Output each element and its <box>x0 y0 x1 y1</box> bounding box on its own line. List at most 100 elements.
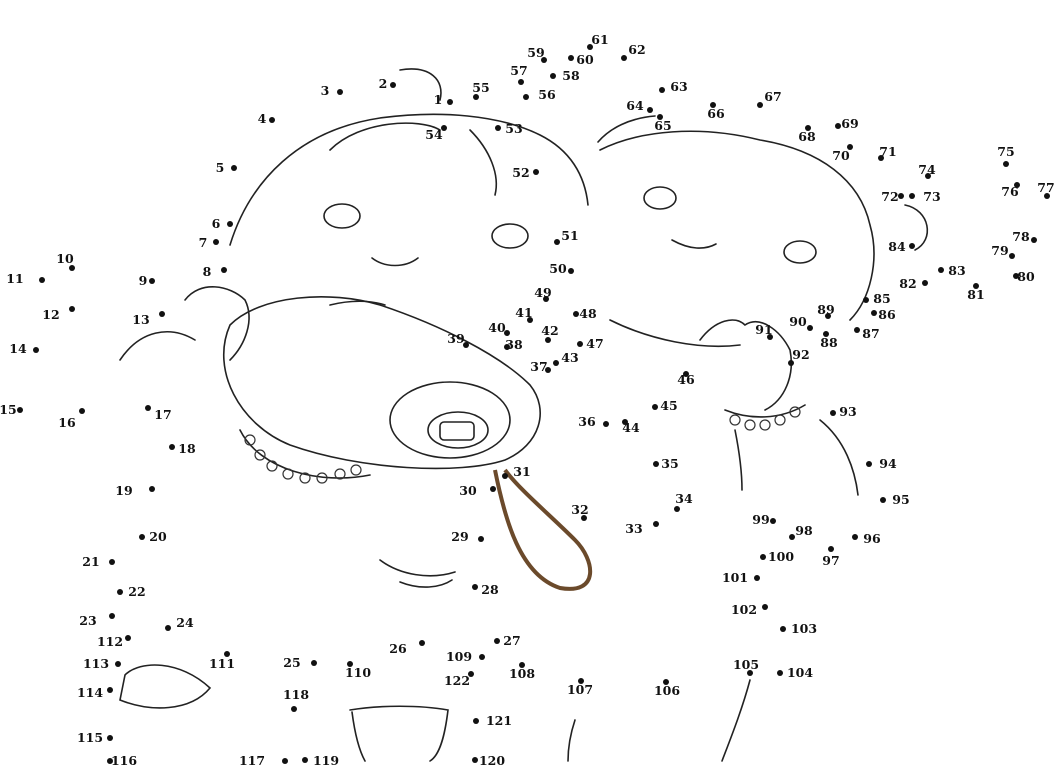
point-number-label: 29 <box>451 528 469 544</box>
point-number-label: 16 <box>58 414 76 430</box>
point-number-label: 112 <box>96 633 124 649</box>
point-number-label: 105 <box>732 656 760 672</box>
point-number-label: 69 <box>841 115 859 131</box>
point-number-label: 15 <box>0 401 17 417</box>
point-dot <box>880 497 886 503</box>
point-number-label: 67 <box>764 88 782 104</box>
point-number-label: 38 <box>505 336 523 352</box>
point-number-label: 66 <box>707 105 725 121</box>
point-number-label: 50 <box>549 260 567 276</box>
point-dot <box>149 486 155 492</box>
point-number-label: 114 <box>76 684 104 700</box>
point-number-label: 108 <box>508 665 536 681</box>
point-dot <box>828 546 834 552</box>
point-number-label: 30 <box>459 482 477 498</box>
point-number-label: 25 <box>283 654 301 670</box>
point-number-label: 100 <box>767 548 795 564</box>
point-dot <box>169 444 175 450</box>
point-number-label: 80 <box>1017 268 1035 284</box>
point-number-label: 12 <box>42 306 60 322</box>
point-dot <box>302 757 308 763</box>
boy-waving-hand <box>699 319 792 411</box>
point-dot <box>115 661 121 667</box>
point-dot <box>683 371 689 377</box>
point-number-label: 104 <box>786 664 814 680</box>
point-dot <box>674 506 680 512</box>
point-number-label: 117 <box>238 752 266 768</box>
point-dot <box>762 604 768 610</box>
boy-hair-outline <box>599 130 875 321</box>
point-dot <box>441 125 447 131</box>
point-dot <box>291 706 297 712</box>
point-dot <box>1014 182 1020 188</box>
point-dot <box>69 265 75 271</box>
girl-hair-strand <box>469 129 497 196</box>
point-number-label: 22 <box>128 583 146 599</box>
point-number-label: 93 <box>839 403 857 419</box>
point-dot <box>550 73 556 79</box>
point-dot <box>653 521 659 527</box>
point-number-label: 14 <box>9 340 27 356</box>
point-dot <box>1003 161 1009 167</box>
point-dot <box>653 461 659 467</box>
point-dot <box>165 625 171 631</box>
point-dot <box>472 584 478 590</box>
point-dot <box>107 687 113 693</box>
point-dot <box>973 283 979 289</box>
point-dot <box>657 114 663 120</box>
point-number-label: 32 <box>571 501 589 517</box>
point-number-label: 42 <box>541 322 559 338</box>
point-number-label: 88 <box>820 334 838 350</box>
point-number-label: 31 <box>513 463 531 479</box>
point-dot <box>221 267 227 273</box>
point-dot <box>419 640 425 646</box>
point-number-label: 10 <box>56 250 74 266</box>
point-dot <box>1009 253 1015 259</box>
point-number-label: 81 <box>967 286 985 302</box>
point-number-label: 59 <box>527 44 545 60</box>
point-dot <box>337 89 343 95</box>
point-dot <box>463 342 469 348</box>
small-leg <box>567 719 576 762</box>
point-number-label: 54 <box>425 126 443 142</box>
point-number-label: 6 <box>211 215 221 231</box>
point-dot <box>805 125 811 131</box>
point-number-label: 55 <box>472 79 490 95</box>
point-number-label: 89 <box>817 301 835 317</box>
point-number-label: 47 <box>586 335 604 351</box>
point-dot <box>788 360 794 366</box>
point-number-label: 27 <box>503 632 521 648</box>
point-dot <box>347 661 353 667</box>
camera-top <box>329 300 386 306</box>
point-number-label: 49 <box>534 284 552 300</box>
point-dot <box>663 679 669 685</box>
point-dot <box>109 559 115 565</box>
point-number-label: 77 <box>1037 179 1055 195</box>
point-dot <box>17 407 23 413</box>
point-number-label: 39 <box>447 330 465 346</box>
point-dot <box>543 296 549 302</box>
point-dot <box>909 193 915 199</box>
point-number-label: 21 <box>82 553 100 569</box>
point-dot <box>866 461 872 467</box>
point-number-label: 90 <box>789 313 807 329</box>
point-dot <box>490 486 496 492</box>
girl-chin <box>379 559 456 577</box>
boy-neck <box>609 319 741 348</box>
boy-ear <box>904 204 929 251</box>
point-number-label: 96 <box>863 530 881 546</box>
point-dot <box>494 638 500 644</box>
point-dot <box>767 334 773 340</box>
point-number-label: 13 <box>132 311 150 327</box>
point-number-label: 110 <box>344 664 372 680</box>
point-dot <box>757 102 763 108</box>
point-number-label: 79 <box>991 242 1009 258</box>
point-number-label: 19 <box>115 482 133 498</box>
point-number-label: 44 <box>622 419 640 435</box>
point-number-label: 113 <box>82 655 110 671</box>
point-dot <box>139 534 145 540</box>
point-number-label: 23 <box>79 612 97 628</box>
point-number-label: 106 <box>653 682 681 698</box>
point-dot <box>789 534 795 540</box>
point-dot <box>478 536 484 542</box>
